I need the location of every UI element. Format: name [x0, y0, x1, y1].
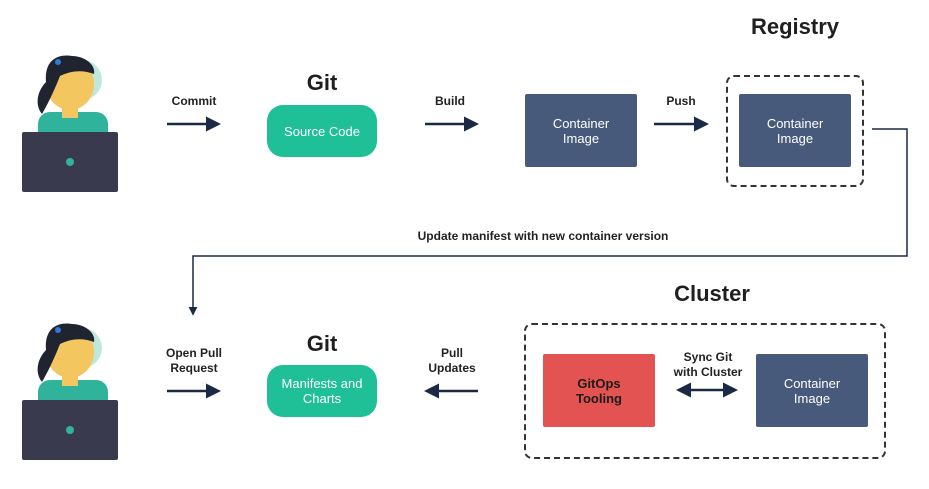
registry-container — [726, 75, 864, 187]
developer-icon-top — [22, 55, 118, 192]
commit-label: Commit — [171, 94, 217, 108]
registry-heading: Registry — [750, 14, 840, 39]
push-label: Push — [666, 94, 696, 108]
gitops-tooling-box: GitOps Tooling — [543, 354, 655, 427]
sync-git-label: Sync Git with Cluster — [673, 350, 743, 379]
git-heading-bottom: Git — [306, 331, 338, 356]
cluster-image-box: Container Image — [756, 354, 868, 427]
cluster-heading: Cluster — [674, 281, 750, 306]
manifests-charts-box: Manifests and Charts — [267, 365, 377, 417]
pull-updates-label: Pull Updates — [428, 346, 476, 375]
open-pull-request-label: Open Pull Request — [165, 346, 222, 375]
update-manifest-connector — [188, 128, 908, 316]
build-label: Build — [435, 94, 465, 108]
developer-icon-bottom — [22, 323, 118, 460]
cluster-container — [524, 323, 886, 459]
registry-image-box: Container Image — [739, 94, 851, 167]
git-heading-top: Git — [306, 70, 338, 95]
container-image-box: Container Image — [525, 94, 637, 167]
update-manifest-label: Update manifest with new container versi… — [417, 229, 669, 243]
source-code-box: Source Code — [267, 105, 377, 157]
